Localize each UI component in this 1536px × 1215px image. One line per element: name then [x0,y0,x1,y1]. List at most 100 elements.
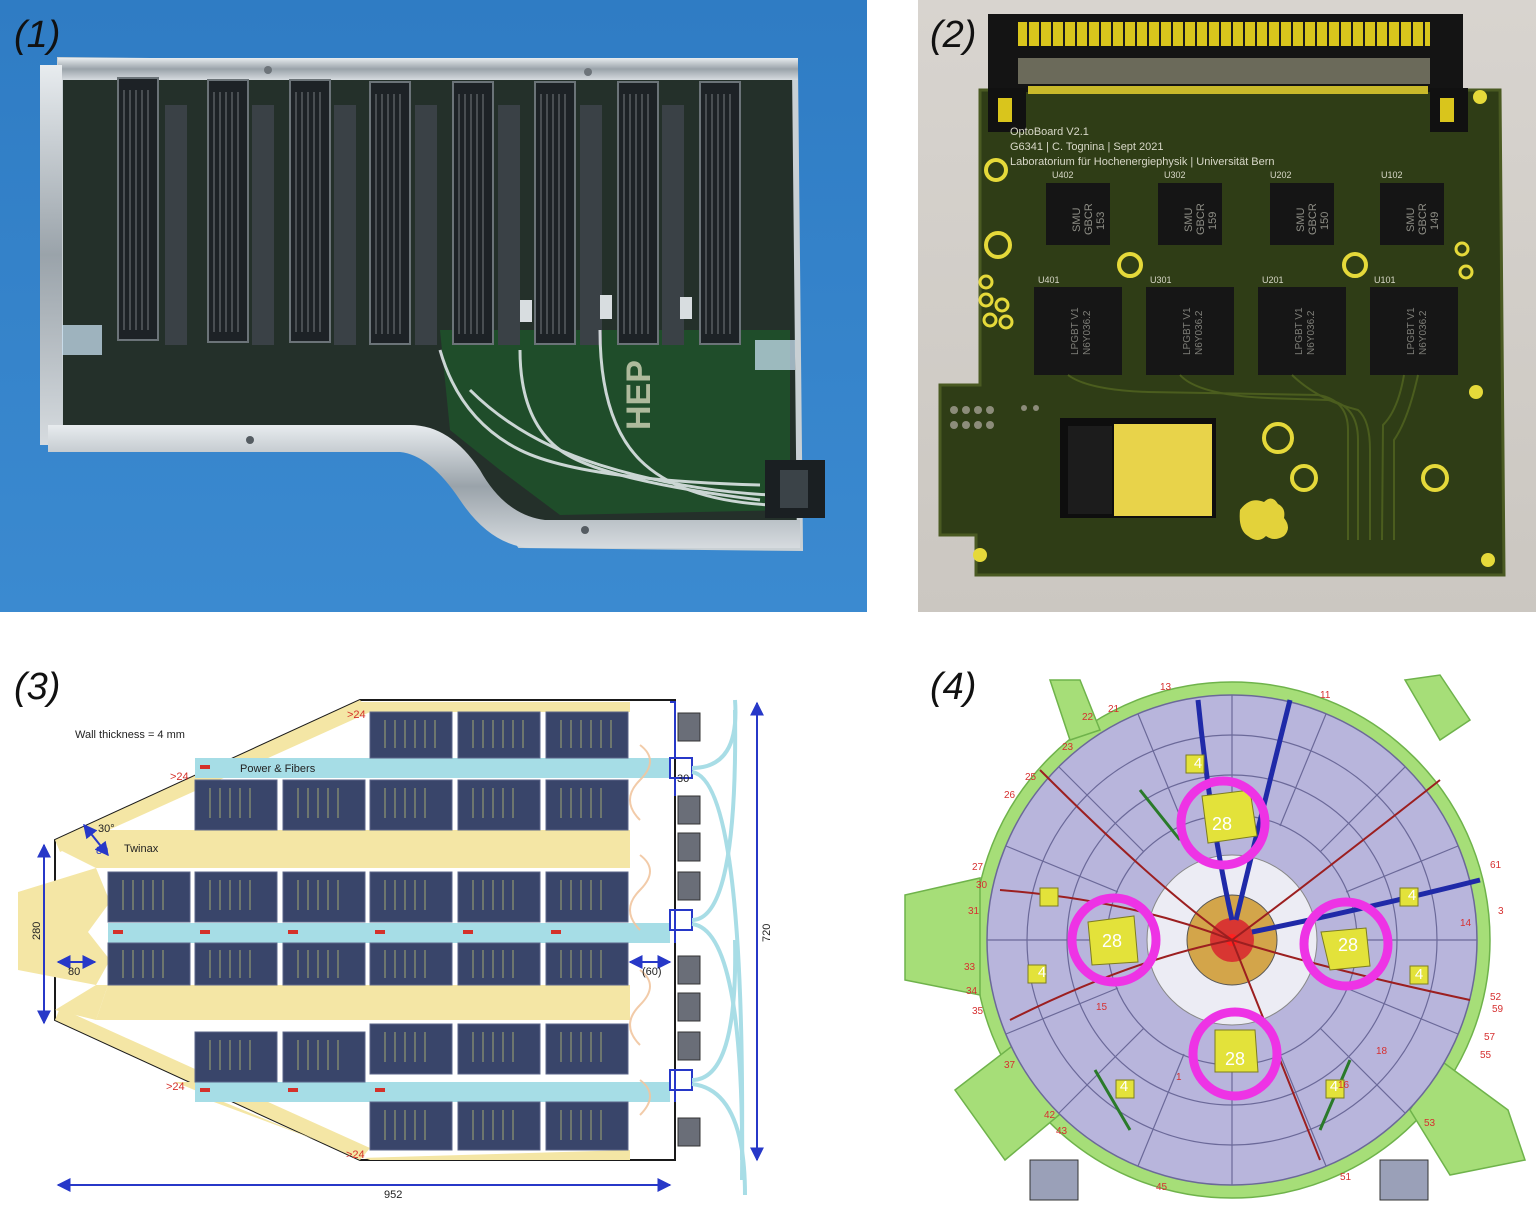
dim-80: 80 [68,966,80,978]
crate-cards [117,77,741,345]
svg-text:U202: U202 [1270,170,1292,180]
svg-text:3: 3 [1498,906,1504,917]
svg-text:55: 55 [1480,1050,1492,1061]
panel-1-photo: HEP (1) [0,0,867,612]
svg-text:43: 43 [1056,1126,1068,1137]
fiber-bundle [438,329,771,507]
svg-text:31: 31 [968,906,980,917]
svg-text:GBCR: GBCR [1195,203,1207,235]
dim-60: (60) [642,966,662,978]
count-28-left: 28 [1102,931,1122,951]
dim-720: 720 [761,924,773,942]
optoboard-photo: OptoBoard V2.1 G6341 | C. Tognina | Sept… [918,0,1536,612]
gap-label-top: >24 [347,709,366,721]
svg-text:N6Y036.2: N6Y036.2 [1194,310,1205,355]
svg-text:1: 1 [1176,1072,1182,1083]
dim-280: 280 [31,922,43,940]
svg-text:21: 21 [1108,704,1120,715]
svg-text:51: 51 [1340,1172,1352,1183]
lpgbt-chip: U101 LPGBT V1 N6Y036.2 [1370,275,1458,375]
detector-endcap-view: 28 28 28 28 4 4 4 4 4 4 13 11 21 22 23 2… [904,674,1526,1201]
panel-3-diagram: Wall thickness = 4 mm Power & Fibers Twi… [0,640,867,1215]
svg-text:LPGBT V1: LPGBT V1 [1070,307,1081,355]
svg-text:34: 34 [966,986,978,997]
svg-text:25: 25 [1025,772,1037,783]
panel-label-1: (1) [14,14,61,56]
svg-text:61: 61 [1490,860,1502,871]
gbcr-chip: U302 SMU GBCR 159 [1158,170,1222,245]
board-title: OptoBoard V2.1 [1010,126,1089,138]
svg-text:GBCR: GBCR [1307,203,1319,235]
red-cables [999,769,1471,1161]
svg-text:37: 37 [1004,1060,1016,1071]
svg-text:11: 11 [1320,690,1331,701]
svg-text:GBCR: GBCR [1083,203,1095,235]
twinax-label: Twinax [124,843,159,855]
svg-text:U301: U301 [1150,275,1172,285]
gap-label-lower: >24 [166,1081,185,1093]
svg-text:42: 42 [1044,1110,1056,1121]
angle-label: 30° [98,823,115,835]
svg-text:59: 59 [1492,1004,1504,1015]
svg-text:SMU: SMU [1071,208,1083,233]
svg-text:150: 150 [1319,212,1331,230]
svg-text:U302: U302 [1164,170,1186,180]
svg-text:SMU: SMU [1183,208,1195,233]
panel-label-3: (3) [14,666,61,708]
count-4: 4 [1120,1078,1128,1095]
svg-text:27: 27 [972,862,984,873]
svg-text:30: 30 [976,880,988,891]
svg-text:45: 45 [1156,1182,1168,1193]
board-connector [988,14,1468,132]
svg-text:U102: U102 [1381,170,1403,180]
panel-4-detector: 28 28 28 28 4 4 4 4 4 4 13 11 21 22 23 2… [880,640,1536,1215]
svg-text:26: 26 [1004,790,1016,801]
gbcr-chip: U102 SMU GBCR 149 [1380,170,1444,245]
svg-text:52: 52 [1490,992,1502,1003]
wall-thickness-note: Wall thickness = 4 mm [75,729,185,741]
service-boxes [1027,754,1429,1099]
svg-text:23: 23 [1062,742,1074,753]
svg-text:15: 15 [1096,1002,1108,1013]
svg-text:U402: U402 [1052,170,1074,180]
board-lab-line: Laboratorium für Hochenergiephysik | Uni… [1010,156,1275,168]
svg-text:HEP: HEP [620,360,658,430]
lpgbt-chip: U401 LPGBT V1 N6Y036.2 [1034,275,1122,375]
svg-text:18: 18 [1376,1046,1388,1057]
svg-text:LPGBT V1: LPGBT V1 [1182,307,1193,355]
count-4: 4 [1330,1078,1338,1095]
svg-text:153: 153 [1095,212,1107,230]
panel-label-4: (4) [930,666,977,708]
svg-text:U201: U201 [1262,275,1284,285]
svg-text:53: 53 [1424,1118,1436,1129]
panel-2-photo: OptoBoard V2.1 G6341 | C. Tognina | Sept… [918,0,1536,612]
svg-text:LPGBT V1: LPGBT V1 [1294,307,1305,355]
gbcr-chip: U402 SMU GBCR 153 [1046,170,1110,245]
svg-text:159: 159 [1207,212,1219,230]
svg-text:U401: U401 [1038,275,1060,285]
crate-photo: HEP [0,0,867,612]
gap-label-bottom: >24 [346,1149,365,1161]
svg-text:35: 35 [972,1006,984,1017]
dim-30: 30 [677,773,689,785]
panel-label-2: (2) [930,14,977,56]
svg-text:N6Y036.2: N6Y036.2 [1306,310,1317,355]
svg-text:22: 22 [1082,712,1094,723]
power-fibers-area [108,758,670,1102]
svg-text:N6Y036.2: N6Y036.2 [1418,310,1429,355]
count-4: 4 [1038,964,1046,981]
crate-layout-diagram: Wall thickness = 4 mm Power & Fibers Twi… [18,699,773,1201]
svg-text:GBCR: GBCR [1417,203,1429,235]
module-grid [107,711,629,1151]
count-4: 4 [1415,966,1423,983]
sector-numbers: 1 3 11 21 22 23 25 26 27 30 31 33 34 35 3… [964,682,1504,1193]
pcb-traces [1067,374,1419,541]
gap-label-upper: >24 [170,771,189,783]
svg-text:33: 33 [964,962,976,973]
svg-text:149: 149 [1429,212,1441,230]
dim-952: 952 [384,1189,402,1201]
gbcr-chips: U402 SMU GBCR 153 U302 SMU GBCR 159 U202… [1046,170,1444,245]
lpgbt-chips: U401 LPGBT V1 N6Y036.2 U301 LPGBT V1 N6Y… [1034,275,1458,375]
highlight-circles [1067,776,1393,1101]
svg-text:16: 16 [1338,1080,1350,1091]
